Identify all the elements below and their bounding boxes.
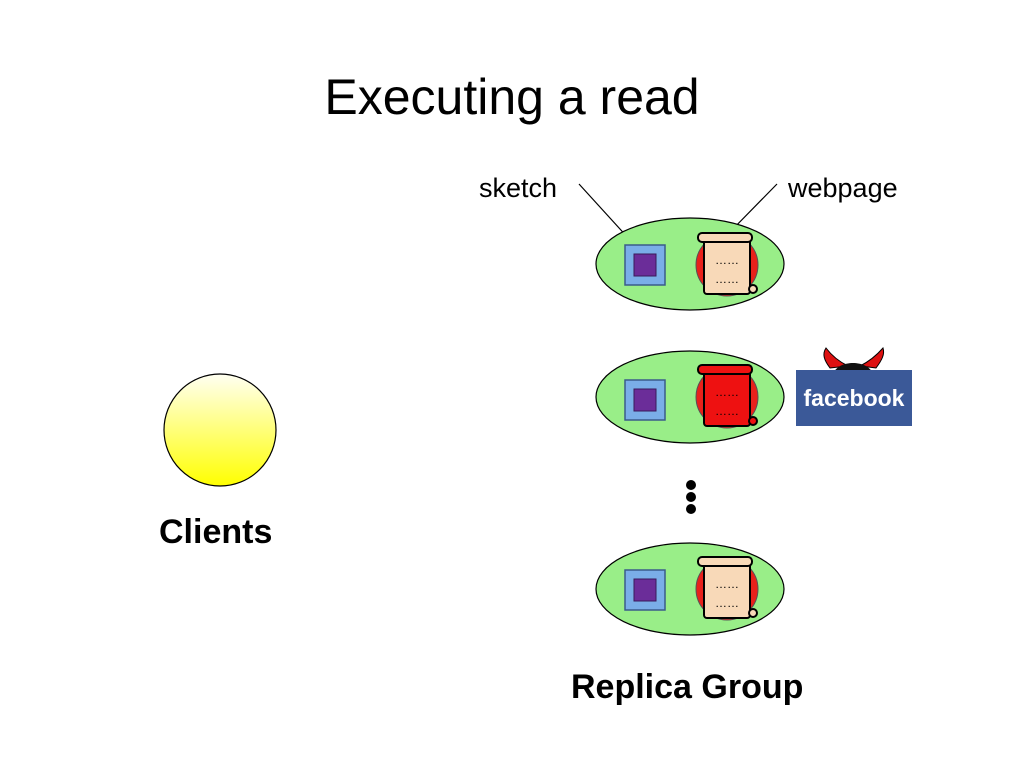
clients-label: Clients [159, 513, 273, 551]
svg-text:……: …… [715, 596, 739, 610]
sketch-pointer-line [578, 183, 631, 241]
sketch-icon [624, 379, 666, 421]
webpage-scroll-icon: …… …… [695, 232, 759, 297]
devil-horns-icon [823, 347, 885, 372]
svg-text:……: …… [715, 253, 739, 267]
svg-text:……: …… [715, 385, 739, 399]
facebook-badge: facebook [796, 370, 912, 426]
svg-text:……: …… [715, 404, 739, 418]
svg-text:……: …… [715, 577, 739, 591]
client-node [163, 373, 277, 487]
replica-node-2: …… …… [595, 350, 785, 444]
slide-title: Executing a read [324, 69, 700, 125]
webpage-scroll-icon: …… …… [695, 556, 759, 621]
svg-text:……: …… [715, 272, 739, 286]
replica-node-1: …… …… [595, 217, 785, 311]
sketch-icon [624, 569, 666, 611]
vertical-ellipsis-icon [686, 480, 696, 514]
replica-group-label: Replica Group [571, 668, 804, 706]
webpage-label: webpage [788, 173, 898, 203]
tampered-webpage-scroll-icon: …… …… [695, 364, 759, 429]
facebook-badge-text: facebook [804, 385, 905, 411]
sketch-icon [624, 244, 666, 286]
replica-node-3: …… …… [595, 542, 785, 636]
sketch-label: sketch [479, 173, 558, 203]
